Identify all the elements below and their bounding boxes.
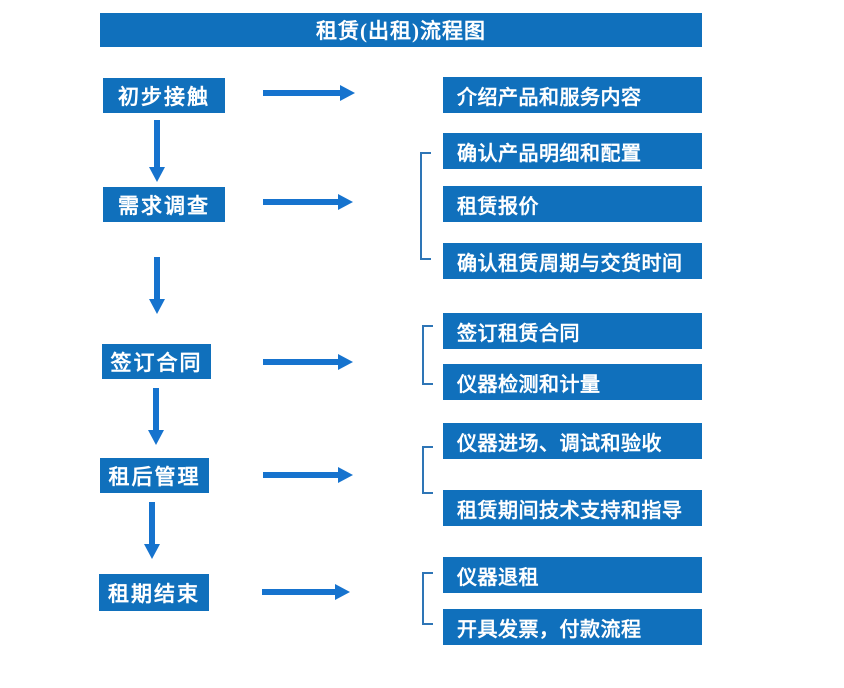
output-label: 租赁期间技术支持和指导 — [457, 499, 683, 522]
step-box-lease-end: 租期结束 — [99, 574, 209, 611]
bracket-connector-group-4 — [422, 446, 433, 494]
arrow-shaft — [149, 502, 155, 544]
arrow-right-icon — [263, 354, 353, 370]
flowchart-title-bar: 租赁(出租)流程图 — [100, 13, 702, 47]
arrow-head — [144, 544, 160, 559]
step-label: 初步接触 — [118, 84, 210, 109]
step-label: 租期结束 — [108, 581, 200, 606]
output-box-tech-support: 租赁期间技术支持和指导 — [443, 490, 702, 526]
arrow-right-icon — [262, 584, 350, 600]
step-label: 租后管理 — [108, 464, 201, 489]
arrow-shaft — [263, 199, 338, 205]
output-label: 仪器进场、调试和验收 — [457, 432, 662, 455]
bracket-connector-group-3 — [422, 325, 433, 385]
output-label: 开具发票，付款流程 — [457, 618, 642, 641]
arrow-shaft — [263, 472, 338, 478]
arrow-head — [149, 299, 165, 314]
output-box-confirm-details-config: 确认产品明细和配置 — [443, 133, 702, 169]
arrow-down-icon — [144, 502, 160, 559]
output-box-instrument-setup-acceptance: 仪器进场、调试和验收 — [443, 423, 702, 459]
arrow-down-icon — [149, 120, 165, 182]
arrow-shaft — [153, 388, 159, 430]
step-box-initial-contact: 初步接触 — [103, 78, 225, 113]
output-box-invoice-payment: 开具发票，付款流程 — [443, 609, 702, 645]
arrow-head — [335, 584, 350, 600]
output-box-rental-quote: 租赁报价 — [443, 186, 702, 222]
arrow-head — [149, 167, 165, 182]
output-label: 租赁报价 — [457, 195, 539, 218]
output-box-instrument-testing: 仪器检测和计量 — [443, 364, 702, 400]
arrow-shaft — [154, 257, 160, 299]
output-label: 确认租赁周期与交货时间 — [457, 252, 683, 275]
step-box-needs-survey: 需求调查 — [103, 187, 225, 222]
arrow-head — [338, 194, 353, 210]
arrow-down-icon — [149, 257, 165, 314]
step-label: 需求调查 — [118, 193, 210, 218]
arrow-right-icon — [263, 467, 353, 483]
output-box-instrument-return: 仪器退租 — [443, 557, 702, 593]
bracket-connector-group-5 — [422, 572, 433, 625]
arrow-head — [148, 430, 164, 445]
output-box-introduce-products: 介绍产品和服务内容 — [443, 77, 702, 113]
step-label: 签订合同 — [110, 350, 203, 375]
output-box-confirm-period-delivery: 确认租赁周期与交货时间 — [443, 243, 702, 279]
arrow-shaft — [154, 120, 160, 167]
output-label: 介绍产品和服务内容 — [457, 86, 642, 109]
output-label: 确认产品明细和配置 — [457, 142, 642, 165]
arrow-head — [338, 467, 353, 483]
output-box-sign-rental-contract: 签订租赁合同 — [443, 313, 702, 349]
arrow-shaft — [263, 90, 340, 96]
step-box-post-rental-management: 租后管理 — [100, 458, 209, 493]
output-label: 仪器检测和计量 — [457, 373, 601, 396]
output-label: 签订租赁合同 — [457, 322, 580, 345]
flowchart-title: 租赁(出租)流程图 — [316, 19, 486, 43]
arrow-down-icon — [148, 388, 164, 445]
arrow-right-icon — [263, 85, 355, 101]
arrow-shaft — [263, 359, 338, 365]
arrow-head — [338, 354, 353, 370]
arrow-head — [340, 85, 355, 101]
arrow-right-icon — [263, 194, 353, 210]
output-label: 仪器退租 — [457, 566, 539, 589]
step-box-sign-contract: 签订合同 — [102, 344, 211, 379]
arrow-shaft — [262, 589, 335, 595]
bracket-connector-group-2 — [420, 152, 431, 260]
